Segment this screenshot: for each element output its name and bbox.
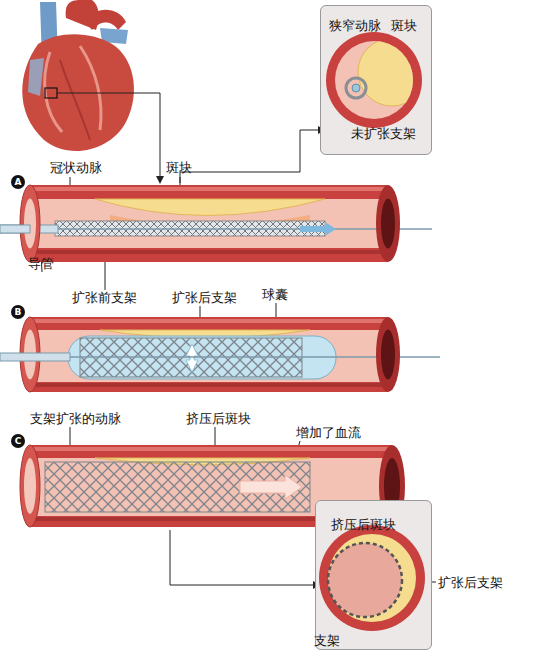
- cross-section-before: [320, 5, 432, 155]
- part-label: 支架: [314, 633, 340, 649]
- cross-section-after: [315, 500, 432, 650]
- step-marker: A: [11, 175, 25, 189]
- step-letter: C: [11, 434, 25, 448]
- part-label: 斑块: [391, 18, 417, 34]
- part-label: 斑块: [166, 160, 192, 176]
- step-letter: A: [11, 175, 25, 189]
- inset-panel: 挤压后斑块扩张后支架支架: [315, 500, 432, 650]
- heart: [22, 0, 134, 151]
- step-letter: B: [11, 305, 25, 319]
- step-marker: B: [11, 305, 25, 319]
- part-label: 扩张前支架: [72, 290, 137, 306]
- part-label: 扩张后支架: [172, 290, 237, 306]
- part-label: 支架扩张的动脉: [30, 411, 121, 427]
- part-label: 球囊: [262, 287, 288, 303]
- inset-panel: 狭窄动脉斑块未扩张支架: [320, 5, 432, 155]
- part-label: 增加了血流: [296, 425, 361, 441]
- part-label: 狭窄动脉: [329, 18, 381, 34]
- part-label: 扩张后支架: [438, 575, 503, 591]
- step-marker: C: [11, 434, 25, 448]
- part-label: 导管: [28, 256, 54, 272]
- artery-a: [0, 185, 432, 262]
- artery-b: [0, 317, 440, 392]
- part-label: 未扩张支架: [351, 126, 416, 142]
- part-label: 冠状动脉: [50, 160, 102, 176]
- part-label: 挤压后斑块: [186, 411, 251, 427]
- part-label: 挤压后斑块: [331, 517, 396, 533]
